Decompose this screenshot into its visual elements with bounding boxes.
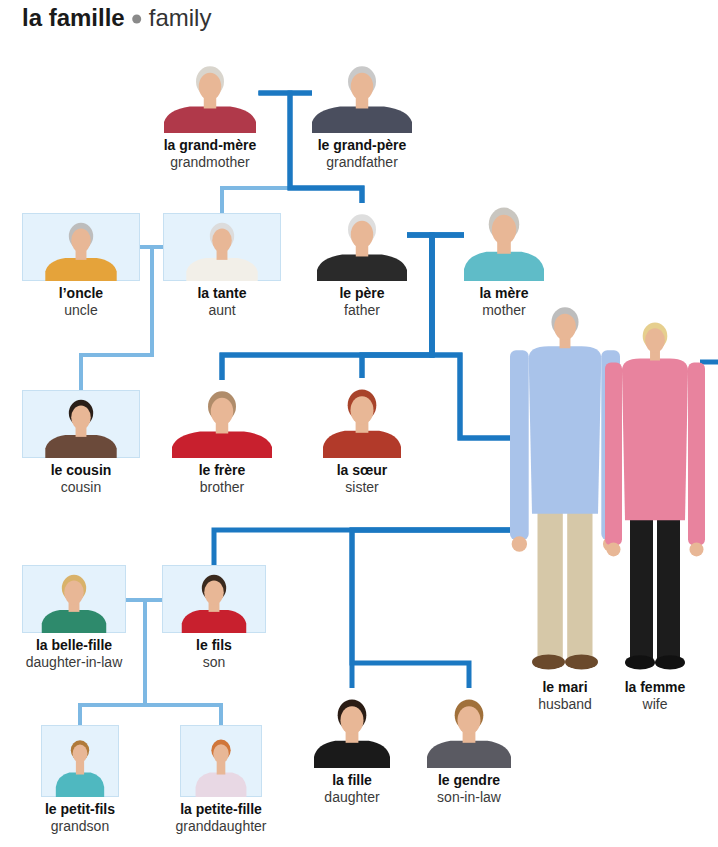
portrait <box>22 213 140 281</box>
english-term: brother <box>200 479 244 496</box>
portrait <box>41 725 119 797</box>
portrait-illustration <box>22 390 140 458</box>
family-connector <box>214 530 510 565</box>
family-member: la filledaughter <box>314 688 390 806</box>
portrait <box>22 565 126 633</box>
english-term: son <box>203 654 226 671</box>
french-term: la grand-mère <box>164 137 257 154</box>
portrait-illustration <box>317 203 407 281</box>
portrait <box>314 688 390 768</box>
french-term: le père <box>339 285 384 302</box>
portrait <box>172 380 272 458</box>
french-term: le mari <box>542 679 587 696</box>
family-member: le frèrebrother <box>172 380 272 496</box>
family-member: la grand-mèregrandmother <box>162 55 259 171</box>
portrait <box>427 688 511 768</box>
english-term: daughter <box>324 789 379 806</box>
french-term: la fille <box>332 772 372 789</box>
portrait-illustration <box>314 688 390 768</box>
portrait-illustration <box>323 378 401 458</box>
portrait-illustration <box>180 725 262 797</box>
family-connector <box>352 530 510 688</box>
french-term: la petite-fille <box>180 801 262 818</box>
french-term: le fils <box>196 637 232 654</box>
portrait-illustration <box>427 688 511 768</box>
english-term: grandmother <box>170 154 249 171</box>
portrait <box>317 203 407 281</box>
french-term: la mère <box>479 285 528 302</box>
portrait-illustration <box>510 300 620 675</box>
english-term: granddaughter <box>175 818 266 835</box>
family-member: la belle-filledaughter-in-law <box>22 565 126 671</box>
portrait <box>22 390 140 458</box>
english-term: aunt <box>208 302 235 319</box>
portrait-illustration <box>605 315 705 675</box>
family-connector <box>352 530 510 688</box>
portrait-illustration <box>22 213 140 281</box>
family-member: le petit-filsgrandson <box>41 725 119 835</box>
english-term: mother <box>482 302 526 319</box>
french-term: la femme <box>625 679 686 696</box>
family-line-stub <box>700 360 718 365</box>
english-term: grandfather <box>326 154 398 171</box>
portrait <box>164 55 256 133</box>
portrait <box>510 300 620 675</box>
english-term: sister <box>345 479 378 496</box>
portrait-illustration <box>164 55 256 133</box>
portrait <box>323 378 401 458</box>
portrait-illustration <box>163 213 281 281</box>
family-member: la mèremother <box>464 195 544 319</box>
english-term: daughter-in-law <box>26 654 123 671</box>
family-member: la sœursister <box>323 378 401 496</box>
english-term: cousin <box>61 479 101 496</box>
french-term: le petit-fils <box>45 801 115 818</box>
english-term: wife <box>643 696 668 713</box>
portrait-illustration <box>162 565 266 633</box>
english-term: grandson <box>51 818 109 835</box>
family-member: l’oncleuncle <box>22 213 140 319</box>
english-term: father <box>344 302 380 319</box>
portrait-illustration <box>312 55 412 133</box>
french-term: le cousin <box>51 462 112 479</box>
portrait-illustration <box>464 195 544 281</box>
family-member: le gendreson-in-law <box>427 688 511 806</box>
family-member: le pèrefather <box>317 203 407 319</box>
portrait-illustration <box>41 725 119 797</box>
french-term: le frère <box>199 462 246 479</box>
family-member: le marihusband <box>510 300 620 713</box>
diagram-title: la famille <box>22 4 125 32</box>
french-term: la tante <box>197 285 246 302</box>
portrait <box>180 725 262 797</box>
title-translation: family <box>149 4 212 32</box>
family-member: la petite-fillegranddaughter <box>173 725 269 835</box>
french-term: la sœur <box>337 462 388 479</box>
title-bullet <box>132 15 141 24</box>
portrait-illustration <box>172 380 272 458</box>
english-term: uncle <box>64 302 97 319</box>
family-member: le filsson <box>162 565 266 671</box>
french-term: l’oncle <box>59 285 103 302</box>
portrait-illustration <box>22 565 126 633</box>
portrait <box>163 213 281 281</box>
portrait <box>605 315 705 675</box>
english-term: son-in-law <box>437 789 501 806</box>
family-member: le cousincousin <box>22 390 140 496</box>
portrait <box>162 565 266 633</box>
portrait <box>312 55 412 133</box>
family-member: la tanteaunt <box>163 213 281 319</box>
french-term: la belle-fille <box>36 637 112 654</box>
portrait <box>464 195 544 281</box>
family-member: la femmewife <box>605 315 705 713</box>
english-term: husband <box>538 696 592 713</box>
family-member: le grand-pèregrandfather <box>312 55 412 171</box>
french-term: le gendre <box>438 772 500 789</box>
french-term: le grand-père <box>318 137 407 154</box>
